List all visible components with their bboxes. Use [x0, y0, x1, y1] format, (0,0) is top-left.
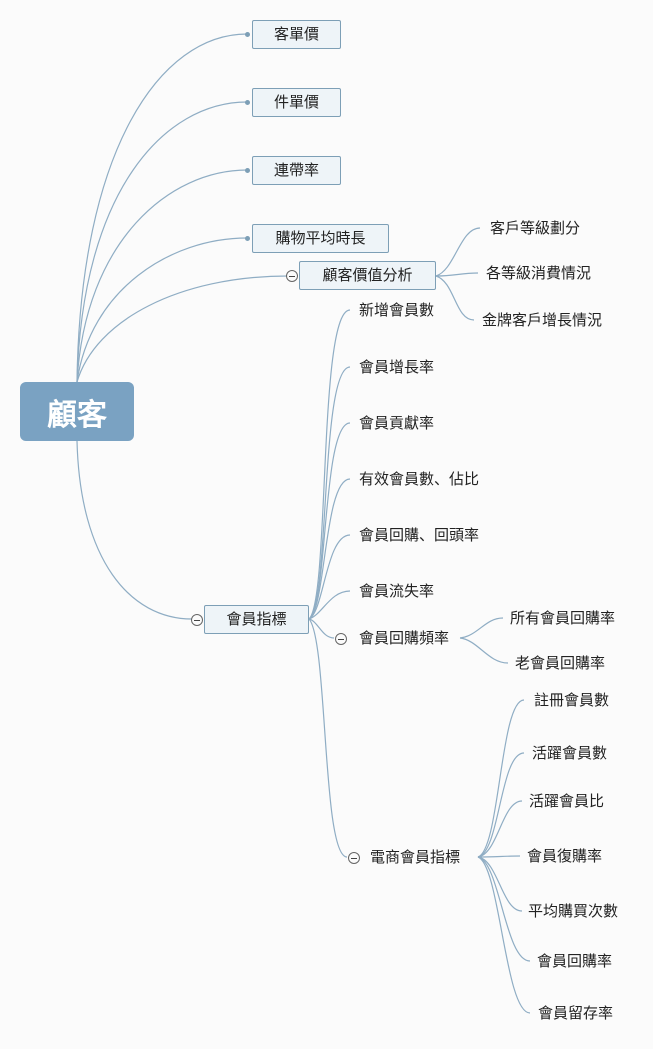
node-rf-old[interactable]: 老會員回購率 [515, 654, 606, 672]
node-mm-new-members[interactable]: 新增會員數 [359, 301, 435, 319]
node-customer-value[interactable]: 顧客價值分析 [299, 261, 436, 290]
connector-ec-7 [477, 856, 531, 1014]
node-unit-price[interactable]: 件單價 [252, 88, 341, 117]
connector-ec-6 [477, 856, 531, 962]
connector-dot-avg-time [245, 236, 250, 241]
connector-member-metrics [76, 440, 193, 620]
node-ec-registered[interactable]: 註冊會員數 [534, 691, 610, 709]
connector-mm-6 [308, 590, 351, 620]
node-mm-repurchase-freq[interactable]: 會員回購頻率 [359, 629, 450, 647]
connector-cv-2 [435, 272, 479, 277]
connector-attach-rate [76, 169, 248, 383]
node-cv-gold-growth[interactable]: 金牌客戶增長情況 [482, 311, 603, 329]
collapse-ecommerce-icon[interactable] [348, 852, 360, 864]
connector-ec-5 [477, 856, 523, 912]
node-cv-level-spending[interactable]: 各等級消費情況 [486, 264, 592, 282]
connector-cv-3 [435, 275, 475, 321]
node-ec-active[interactable]: 活躍會員數 [532, 744, 608, 762]
node-mm-repurchase[interactable]: 會員回購、回頭率 [359, 526, 480, 544]
node-aov[interactable]: 客單價 [252, 20, 341, 49]
node-attach-rate[interactable]: 連帶率 [252, 156, 341, 185]
node-mm-growth-rate[interactable]: 會員增長率 [359, 358, 435, 376]
connector-mm-ecommerce [308, 618, 348, 858]
node-ec-repurchase[interactable]: 會員回購率 [537, 952, 613, 970]
node-ec-rebuy[interactable]: 會員復購率 [527, 847, 603, 865]
connector-aov [76, 33, 248, 383]
node-rf-all[interactable]: 所有會員回購率 [510, 609, 616, 627]
node-avg-shopping-time[interactable]: 購物平均時長 [252, 224, 389, 253]
connector-mm-5 [308, 534, 351, 620]
connector-mm-4 [308, 478, 351, 620]
connector-mm-2 [308, 366, 351, 620]
connector-mm-repurchase [308, 618, 335, 639]
connector-ec-2 [477, 752, 525, 858]
collapse-member-metrics-icon[interactable] [191, 614, 203, 626]
node-ec-avg-purchases[interactable]: 平均購買次數 [528, 902, 619, 920]
node-mm-ecommerce[interactable]: 電商會員指標 [370, 848, 461, 866]
node-mm-contribution[interactable]: 會員貢獻率 [359, 414, 435, 432]
root-node[interactable]: 顧客 [20, 382, 134, 441]
node-mm-churn[interactable]: 會員流失率 [359, 582, 435, 600]
connector-dot-aov [245, 32, 250, 37]
connector-avg-time [76, 237, 248, 383]
connector-cv-1 [435, 227, 481, 277]
node-ec-active-ratio[interactable]: 活躍會員比 [529, 792, 605, 810]
collapse-customer-value-icon[interactable] [286, 270, 298, 282]
connector-customer-value [76, 275, 289, 383]
collapse-repurchase-freq-icon[interactable] [335, 633, 347, 645]
connector-rf-2 [459, 637, 509, 664]
connector-mm-3 [308, 422, 351, 620]
connector-mm-1 [308, 309, 351, 620]
connector-ec-4 [477, 855, 521, 858]
node-cv-customer-levels[interactable]: 客戶等級劃分 [490, 219, 581, 237]
connector-rf-1 [459, 617, 504, 639]
connector-dot-attach-rate [245, 168, 250, 173]
node-member-metrics[interactable]: 會員指標 [204, 605, 309, 634]
connector-unit-price [76, 101, 248, 383]
connector-ec-3 [477, 800, 523, 858]
node-mm-effective[interactable]: 有效會員數、佔比 [359, 470, 480, 488]
connector-dot-unit-price [245, 100, 250, 105]
node-ec-retention[interactable]: 會員留存率 [538, 1004, 614, 1022]
connector-ec-1 [477, 699, 525, 858]
